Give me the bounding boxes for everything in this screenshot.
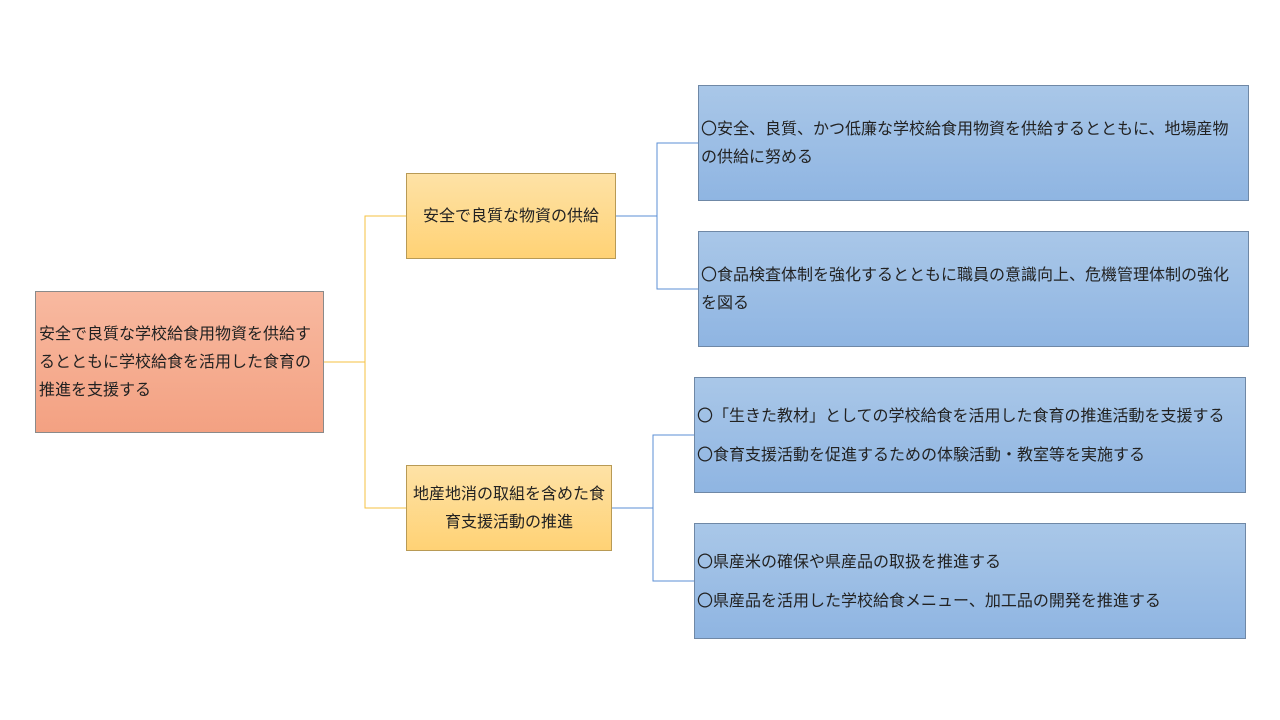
root-node-label: 安全で良質な学校給食用物資を供給するとともに学校給食を活用した食育の推進を支援す… — [39, 324, 312, 399]
leaf-node-food-education-activities: 〇「生きた教材」としての学校給食を活用した食育の推進活動を支援する 〇食育支援活… — [694, 377, 1246, 493]
branch-1-to-leaf-2-connector — [616, 215, 698, 290]
leaf-connectors — [612, 142, 698, 582]
leaf-node-text: 〇食品検査体制を強化するとともに職員の意識向上、危機管理体制の強化を図る — [701, 265, 1230, 312]
branch-node-food-education: 地産地消の取組を含めた食育支援活動の推進 — [406, 465, 612, 551]
root-connectors — [324, 215, 406, 509]
leaf-node-text: 〇県産米の確保や県産品の取扱を推進する — [697, 551, 1002, 571]
leaf-node-safe-supply: 〇安全、良質、かつ低廉な学校給食用物資を供給するとともに、地場産物の供給に努める — [698, 85, 1249, 201]
leaf-node-text: 〇安全、良質、かつ低廉な学校給食用物資を供給するとともに、地場産物の供給に努める — [701, 119, 1229, 166]
branch-2-to-leaf-4-connector — [612, 507, 694, 582]
branch-node-label: 地産地消の取組を含めた食育支援活動の推進 — [412, 484, 605, 531]
branch-node-label: 安全で良質な物資の供給 — [422, 206, 599, 225]
branch-1-to-leaf-1-connector — [616, 142, 698, 217]
root-node: 安全で良質な学校給食用物資を供給するとともに学校給食を活用した食育の推進を支援す… — [35, 291, 324, 433]
root-to-branch-2-connector — [324, 361, 406, 509]
leaf-node-text: 〇食育支援活動を促進するための体験活動・教室等を実施する — [697, 444, 1146, 464]
branch-2-to-leaf-3-connector — [612, 434, 694, 509]
leaf-node-inspection: 〇食品検査体制を強化するとともに職員の意識向上、危機管理体制の強化を図る — [698, 231, 1249, 347]
leaf-node-text: 〇県産品を活用した学校給食メニュー、加工品の開発を推進する — [697, 590, 1161, 610]
branch-node-supply: 安全で良質な物資の供給 — [406, 173, 616, 259]
leaf-node-text: 〇「生きた教材」としての学校給食を活用した食育の推進活動を支援する — [697, 405, 1225, 425]
leaf-node-local-products: 〇県産米の確保や県産品の取扱を推進する 〇県産品を活用した学校給食メニュー、加工… — [694, 523, 1246, 639]
root-to-branch-1-connector — [324, 215, 406, 363]
